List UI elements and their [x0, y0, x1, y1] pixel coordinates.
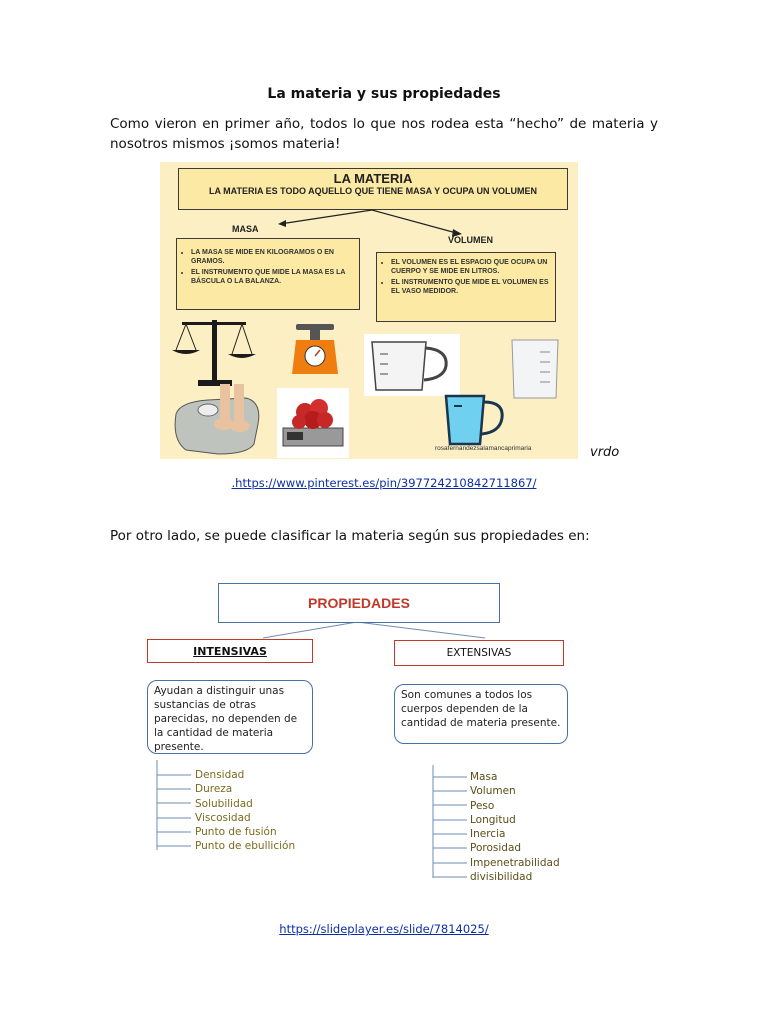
text-fragment: vrdo	[590, 445, 619, 460]
classification-paragraph: Por otro lado, se puede clasificar la ma…	[110, 528, 590, 544]
intensivas-box: INTENSIVAS	[147, 639, 313, 663]
extensivas-list: Masa Volumen Peso Longitud Inercia Poros…	[470, 770, 560, 884]
balance-scale-icon	[170, 312, 260, 390]
intensivas-label: INTENSIVAS	[193, 645, 267, 658]
intensivas-item: Punto de fusión	[195, 825, 295, 839]
tomato-scale-icon	[277, 388, 349, 458]
volumen-label: VOLUMEN	[448, 235, 493, 245]
link2-container: https://slideplayer.es/slide/7814025/	[0, 918, 768, 937]
beaker-icon	[506, 338, 564, 402]
extensivas-item: divisibilidad	[470, 870, 560, 884]
intensivas-item: Viscosidad	[195, 811, 295, 825]
measuring-jug-icon	[364, 334, 460, 396]
document-title: La materia y sus propiedades	[0, 86, 768, 102]
volumen-item: EL INSTRUMENTO QUE MIDE EL VOLUMEN ES EL…	[391, 279, 555, 296]
propiedades-header-box: PROPIEDADES	[218, 583, 500, 623]
extensivas-description: Son comunes a todos los cuerpos dependen…	[394, 684, 568, 744]
extensivas-label: EXTENSIVAS	[447, 647, 512, 659]
slideplayer-link[interactable]: https://slideplayer.es/slide/7814025/	[279, 922, 488, 936]
extensivas-item: Inercia	[470, 827, 560, 841]
masa-item: LA MASA SE MIDE EN KILOGRAMOS O EN GRAMO…	[191, 249, 359, 266]
propiedades-heading: PROPIEDADES	[219, 584, 499, 622]
blue-jug-icon	[440, 392, 508, 448]
extensivas-item: Porosidad	[470, 841, 560, 855]
link1-container: .https://www.pinterest.es/pin/3977242108…	[0, 472, 768, 491]
masa-label: MASA	[232, 224, 259, 234]
extensivas-item: Volumen	[470, 784, 560, 798]
intensivas-item: Punto de ebullición	[195, 839, 295, 853]
masa-item: EL INSTRUMENTO QUE MIDE LA MASA ES LA BÁ…	[191, 269, 359, 286]
intensivas-description: Ayudan a distinguir unas sustancias de o…	[147, 680, 313, 754]
pinterest-link[interactable]: .https://www.pinterest.es/pin/3977242108…	[232, 476, 537, 490]
volumen-item: EL VOLUMEN ES EL ESPACIO QUE OCUPA UN CU…	[391, 259, 555, 276]
intensivas-item: Solubilidad	[195, 797, 295, 811]
extensivas-item: Impenetrabilidad	[470, 856, 560, 870]
bathroom-scale-icon	[168, 384, 266, 458]
kitchen-scale-icon	[290, 322, 340, 378]
intro-paragraph: Como vieron en primer año, todos lo que …	[110, 114, 658, 154]
materia-infographic: LA MATERIA LA MATERIA ES TODO AQUELLO QU…	[160, 162, 578, 459]
volumen-box: EL VOLUMEN ES EL ESPACIO QUE OCUPA UN CU…	[376, 252, 556, 322]
image-credit: rosafernandezsalamancaprimaria	[435, 445, 531, 452]
extensivas-box: EXTENSIVAS	[394, 640, 564, 666]
intensivas-list: Densidad Dureza Solubilidad Viscosidad P…	[195, 768, 295, 854]
intensivas-item: Densidad	[195, 768, 295, 782]
extensivas-item: Masa	[470, 770, 560, 784]
extensivas-item: Longitud	[470, 813, 560, 827]
extensivas-item: Peso	[470, 799, 560, 813]
masa-box: LA MASA SE MIDE EN KILOGRAMOS O EN GRAMO…	[176, 238, 360, 310]
propiedades-diagram: PROPIEDADES INTENSIVAS EXTENSIVAS Ayudan…	[145, 580, 575, 890]
intensivas-item: Dureza	[195, 782, 295, 796]
